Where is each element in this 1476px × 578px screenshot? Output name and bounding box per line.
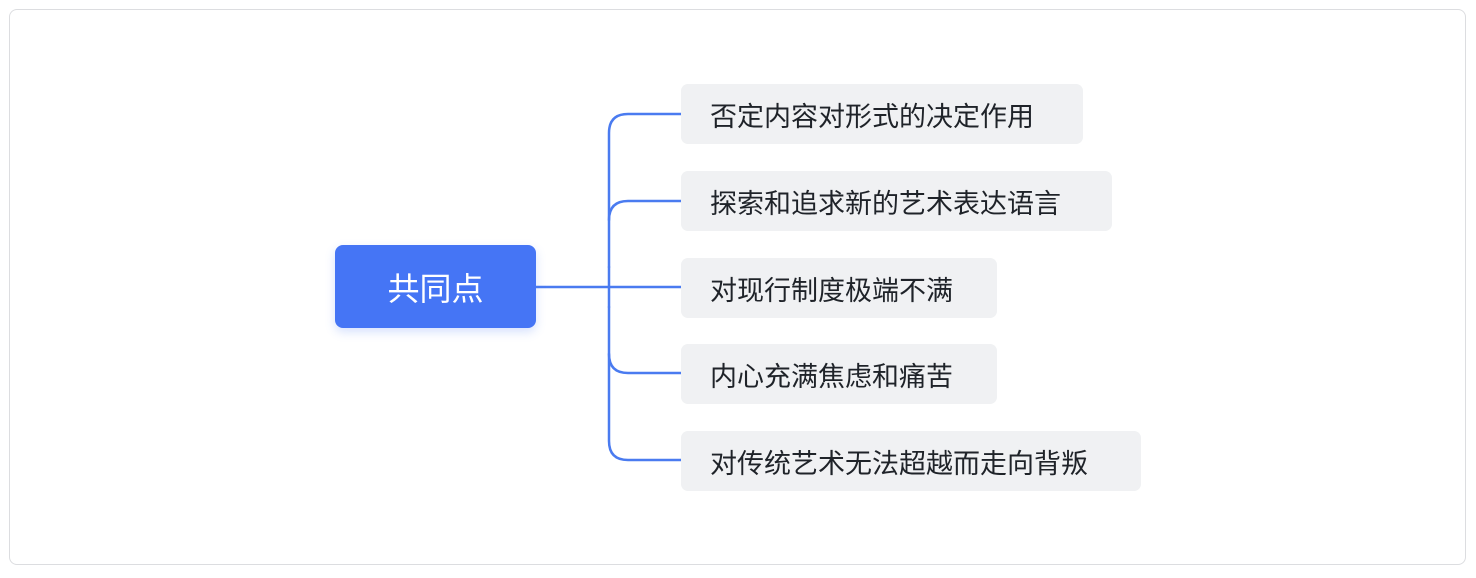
connector-child-1: [607, 112, 683, 269]
connector-child-5: [607, 352, 683, 462]
child-node-label: 对传统艺术无法超越而走向背叛: [710, 448, 1088, 480]
child-node[interactable]: 内心充满焦虑和痛苦: [681, 344, 997, 404]
child-node-label: 对现行制度极端不满: [710, 275, 953, 307]
root-node[interactable]: 共同点: [335, 245, 536, 328]
child-node-label: 探索和追求新的艺术表达语言: [710, 188, 1061, 220]
child-node-label: 否定内容对形式的决定作用: [710, 101, 1034, 133]
connector-child-2: [607, 199, 683, 222]
child-node[interactable]: 对现行制度极端不满: [681, 258, 997, 318]
connector-child-4: [607, 305, 683, 375]
child-node-label: 内心充满焦虑和痛苦: [710, 361, 953, 393]
root-node-label: 共同点: [387, 269, 484, 308]
child-node[interactable]: 探索和追求新的艺术表达语言: [681, 171, 1112, 231]
child-node[interactable]: 对传统艺术无法超越而走向背叛: [681, 431, 1141, 491]
child-node[interactable]: 否定内容对形式的决定作用: [681, 84, 1083, 144]
